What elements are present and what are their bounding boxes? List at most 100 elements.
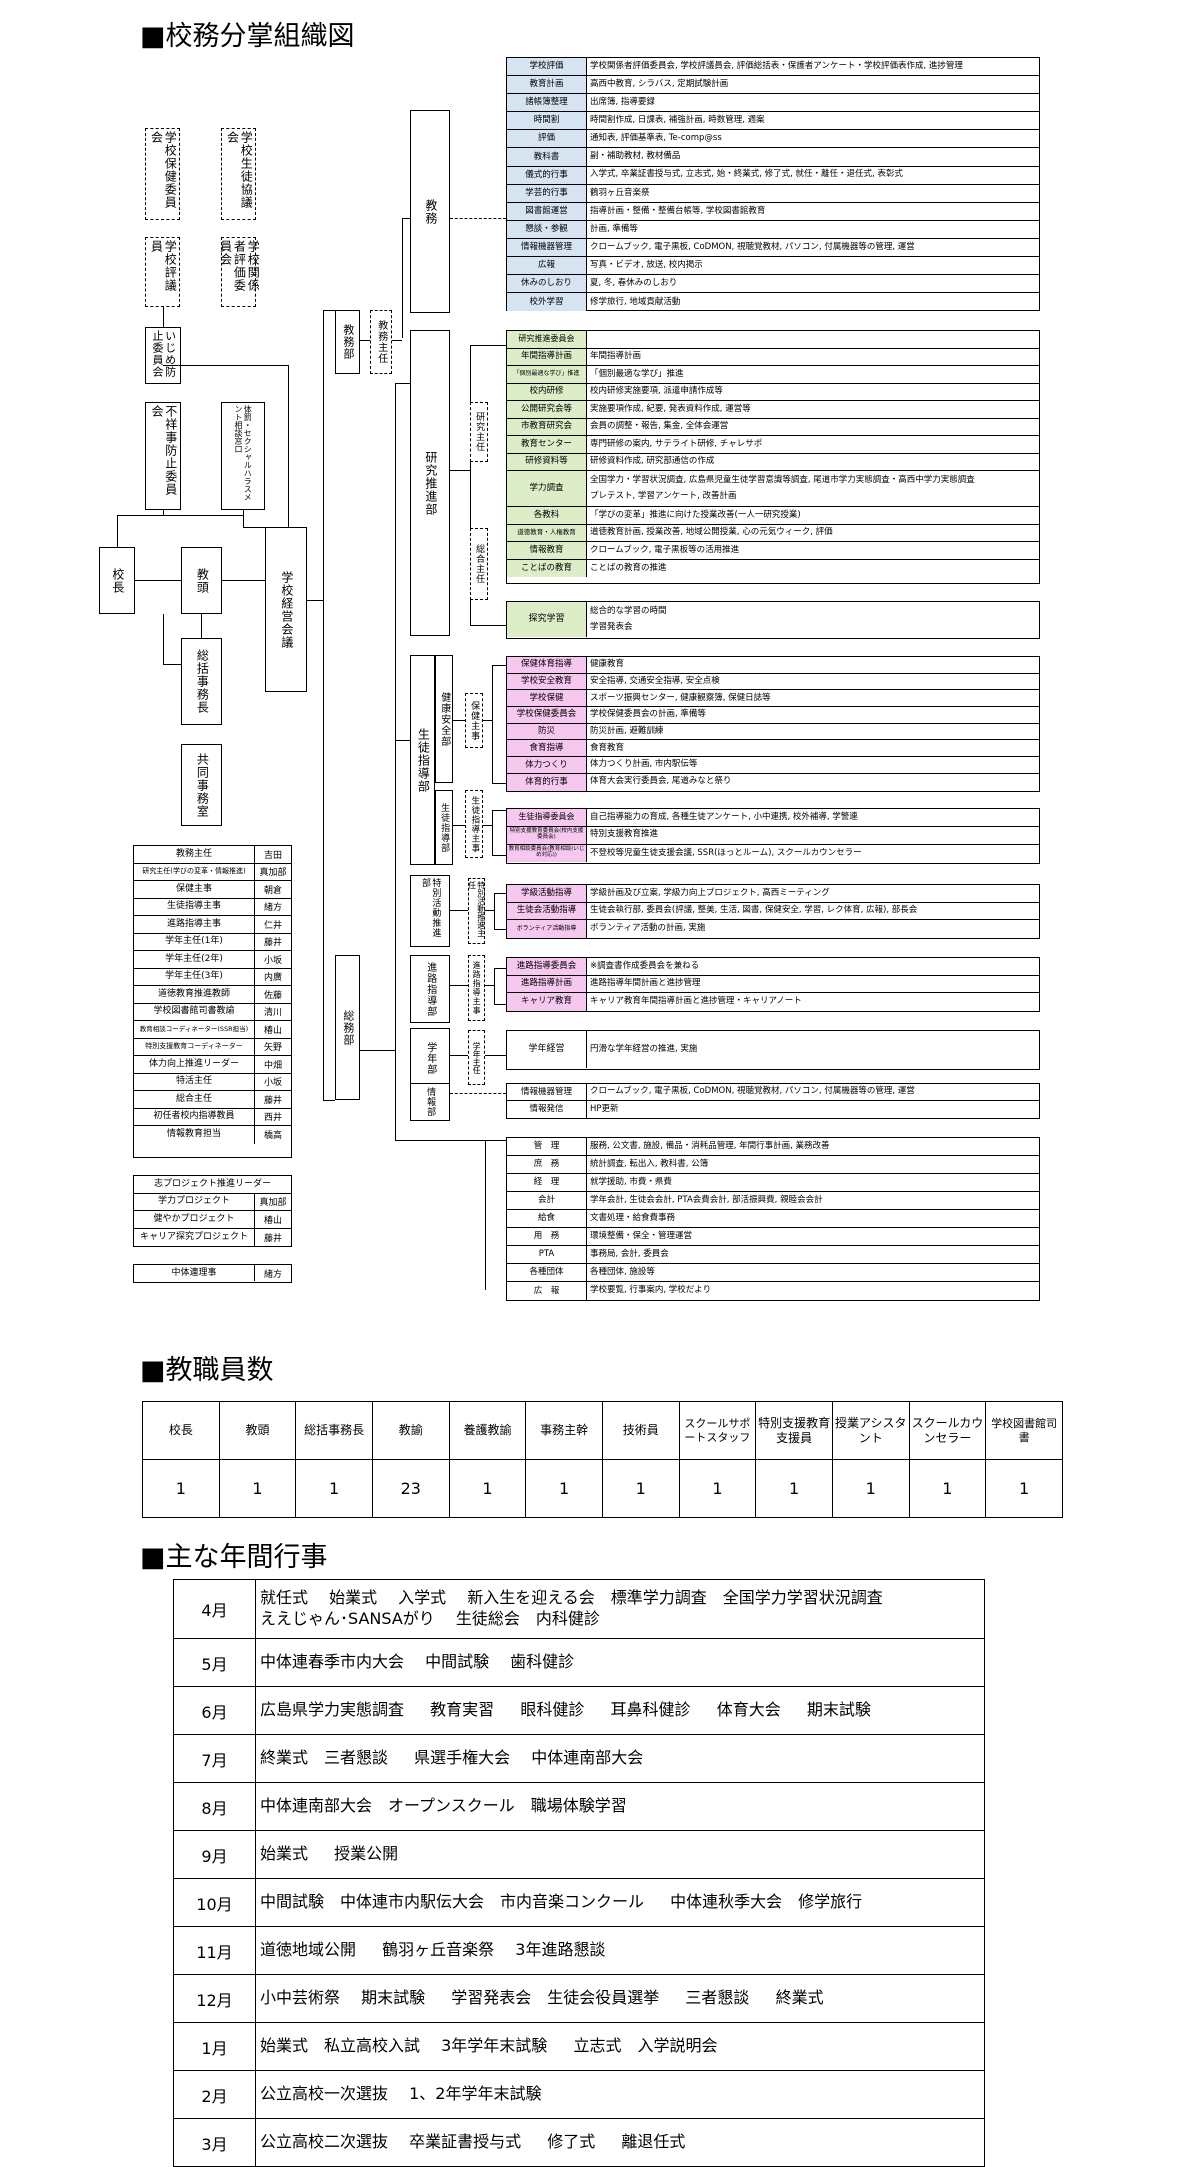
connector [395, 1100, 396, 1140]
projects-table: 志プロジェクト推進リーダー 学力プロジェクト真加部 健やかプロジェクト椿山 キャ… [133, 1175, 292, 1247]
connector [117, 515, 118, 547]
connector [360, 340, 370, 341]
staff-count-value: 1 [218, 1459, 297, 1518]
school-council-box: 学校経営会議 [265, 527, 307, 692]
connector [485, 1140, 486, 1290]
student-guidance-subdept: 生徒指導部 [435, 790, 453, 865]
staff-roles-table: 教務主任吉田 研究主任(学びの変革・情報推進)真加部 保健主事朝倉 生徒指導主事… [133, 845, 292, 1158]
connector [494, 893, 506, 894]
general-affairs-dept: 総務部 [335, 955, 360, 1100]
staff-count-header: 総括事務長 [295, 1401, 373, 1460]
general-affairs-duties-table: 管 理服務, 公文書, 施設, 備品・消耗品管理, 年間行事計画, 業務改善 庶… [506, 1137, 1040, 1301]
inquiry-learning-table: 探究学習 総合的な学習の時間 学習発表会 [506, 601, 1040, 639]
event-row: 10月中間試験 中体連市内駅伝大会 市内音楽コンクール 中体連秋季大会 修学旅行 [173, 1878, 985, 1927]
connector [450, 1055, 468, 1056]
staff-count-value: 1 [295, 1459, 373, 1518]
career-guidance-dept: 進路指導部 [410, 955, 450, 1023]
connector [450, 985, 468, 986]
connector [470, 345, 471, 625]
health-chief: 保健主事 [465, 693, 483, 748]
staff-count-value: 1 [525, 1459, 603, 1518]
committee-school-health: 学校保健委員会 [145, 128, 180, 220]
staff-count-header: 学校図書館司書 [985, 1401, 1063, 1460]
connector [395, 1140, 506, 1141]
information-duties-table: 情報機器管理クロームブック, 電子黒板, CoDMON, 視聴覚教材, パソコン… [506, 1083, 1040, 1119]
connector [402, 218, 403, 338]
committee-school-student: 学校生徒協議会 [221, 128, 256, 220]
committee-school-councillors: 学校評議員 [145, 237, 180, 307]
event-row: 6月広島県学力実態調査 教育実習 眼科健診 耳鼻科健診 体育大会 期末試験 [173, 1686, 985, 1735]
connector [323, 1100, 335, 1101]
grade-duties-table: 学年経営円滑な学年経営の推進, 実施 [506, 1030, 1040, 1070]
academic-affairs-chief: 教務主任 [370, 310, 392, 374]
connector [492, 810, 493, 855]
health-safety-dept: 健康安全部 [435, 655, 453, 783]
connector [485, 910, 494, 911]
annual-events-table: 4月就任式 始業式 入学式 新入生を迎える会 標準学力調査 全国学力学習状況調査… [173, 1579, 985, 2167]
connector [470, 625, 506, 626]
career-guidance-duties-table: 進路指導委員会※調査書作成委員会を兼ねる 進路指導計画進路指導年間計画と進捗管理… [506, 957, 1040, 1012]
committee-school-evaluation: 学校関係者評価委員会 [219, 237, 260, 307]
committee-misconduct-prevention: 不祥事防止委員会 [145, 402, 181, 510]
chutai-table: 中体連理事緒方 [133, 1264, 292, 1283]
connector [485, 985, 494, 986]
staff-count-value: 1 [831, 1459, 910, 1518]
connector [450, 470, 470, 471]
connector [323, 310, 335, 311]
connector [201, 614, 202, 638]
connector [395, 740, 410, 741]
harassment-consultation-desk: 体罰・セクシャルハラスメント相談窓口 [221, 402, 265, 510]
connector [492, 665, 493, 783]
connector [163, 614, 164, 664]
staff-count-header: 技術員 [601, 1401, 680, 1460]
kyomu-duties-table: 学校評価学校関係者評価委員会, 学校評議員会, 評価総括表・保護者アンケート・学… [506, 57, 1040, 312]
connector [494, 968, 506, 969]
connector [450, 218, 506, 219]
staff-count-table: 校長 教頭 総括事務長 教諭 養護教諭 事務主幹 技術員 スクールサポートスタッ… [142, 1401, 1063, 1518]
information-dept: 情報部 [410, 1083, 450, 1121]
staff-count-value: 1 [601, 1459, 680, 1518]
connector [450, 910, 468, 911]
joint-office-box: 共同事務室 [181, 744, 222, 826]
event-row: 5月中体連春季市内大会 中間試験 歯科健診 [173, 1638, 985, 1687]
grade-dept: 学年部 [410, 1028, 450, 1088]
connector [117, 515, 163, 516]
research-chief: 研究主任 [470, 402, 488, 462]
career-guidance-chief: 進路指導主事 [468, 955, 485, 1021]
staff-count-value: 1 [142, 1459, 220, 1518]
connector [163, 515, 243, 516]
staff-count-header: スクールカウンセラー [908, 1401, 987, 1460]
staff-count-header: スクールサポートスタッフ [678, 1401, 757, 1460]
staff-count-header: 特別支援教育支援員 [755, 1401, 833, 1460]
special-activities-chief: 特別活動推進主任 [468, 878, 486, 944]
connector [483, 825, 492, 826]
student-guidance-duties-table: 生徒指導委員会自己指導能力の育成, 各種生徒アンケート, 小中連携, 校外補導,… [506, 808, 1040, 864]
connector [222, 580, 265, 581]
connector [483, 720, 492, 721]
staff-count-header: 事務主幹 [525, 1401, 603, 1460]
connector [450, 1093, 506, 1094]
health-safety-duties-table: 保健体育指導健康教育 学校安全教育安全指導, 交通安全指導, 安全点検 学校保健… [506, 656, 1040, 792]
student-guidance-dept: 生徒指導部 [410, 655, 435, 865]
staff-count-value: 23 [371, 1459, 450, 1518]
special-activities-duties-table: 学級活動指導学級計画及び立案, 学級力向上プロジェクト, 高西ミーティング 生徒… [506, 884, 1040, 939]
connector [395, 383, 410, 384]
connector [163, 510, 164, 515]
connector [288, 365, 289, 527]
connector [470, 345, 506, 346]
event-row: 8月中体連南部大会 オープンスクール 職場体験学習 [173, 1782, 985, 1831]
event-row: 2月公立高校一次選抜 1、2年学年末試験 [173, 2070, 985, 2119]
vice-principal-box: 教頭 [181, 547, 222, 614]
research-promotion-dept: 研究推進部 [410, 330, 450, 636]
connector [453, 720, 465, 721]
connector [395, 383, 396, 1103]
staff-count-header: 校長 [142, 1401, 220, 1460]
event-row: 1月始業式 私立高校入試 3年学年末試験 立志式 入学説明会 [173, 2022, 985, 2071]
connector [243, 510, 244, 527]
staff-count-value: 1 [985, 1459, 1063, 1518]
staff-count-header: 授業アシスタント [831, 1401, 910, 1460]
connector [323, 310, 324, 1100]
event-row: 9月始業式 授業公開 [173, 1830, 985, 1879]
grade-chief: 学年主任 [468, 1030, 485, 1085]
connector [492, 783, 506, 784]
